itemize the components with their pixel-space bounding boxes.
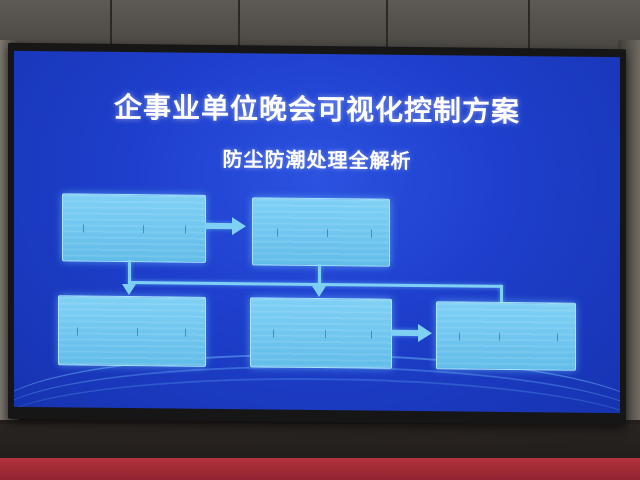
box-texture (59, 296, 205, 366)
box-tick (277, 228, 278, 237)
box-tick (137, 328, 138, 337)
arrow-right-icon (232, 217, 246, 236)
box-tick (273, 329, 274, 338)
box-tick (185, 225, 186, 234)
box-texture (253, 198, 389, 266)
box-tick (185, 328, 186, 337)
box-texture (251, 298, 391, 368)
flow-box-3 (58, 295, 206, 367)
arrow-right-icon (418, 324, 432, 343)
red-carpet (0, 458, 640, 480)
flow-box-2 (252, 197, 390, 267)
arrow-shaft (205, 222, 233, 230)
flow-box-1 (62, 193, 206, 263)
arrow-shaft (391, 329, 419, 337)
box-tick (459, 332, 460, 341)
slide-title: 企事业单位晚会可视化控制方案 (113, 90, 520, 129)
flow-box-5 (436, 301, 576, 371)
slide-subtitle: 防尘防潮处理全解析 (222, 147, 412, 173)
box-tick (499, 333, 500, 342)
box-tick (83, 224, 84, 233)
arrow-down-icon (312, 285, 326, 298)
arrow-down-icon (122, 283, 136, 296)
box-tick (327, 229, 328, 238)
led-screen: 企事业单位晚会可视化控制方案 防尘防潮处理全解析 (14, 50, 620, 414)
box-tick (77, 327, 78, 336)
box-tick (143, 225, 144, 234)
box-tick (371, 330, 372, 339)
box-texture (63, 194, 205, 262)
box-tick (371, 229, 372, 238)
flow-box-4 (250, 297, 392, 369)
box-tick (557, 333, 558, 342)
box-tick (325, 330, 326, 339)
connector-line (500, 284, 503, 303)
box-texture (437, 302, 575, 370)
